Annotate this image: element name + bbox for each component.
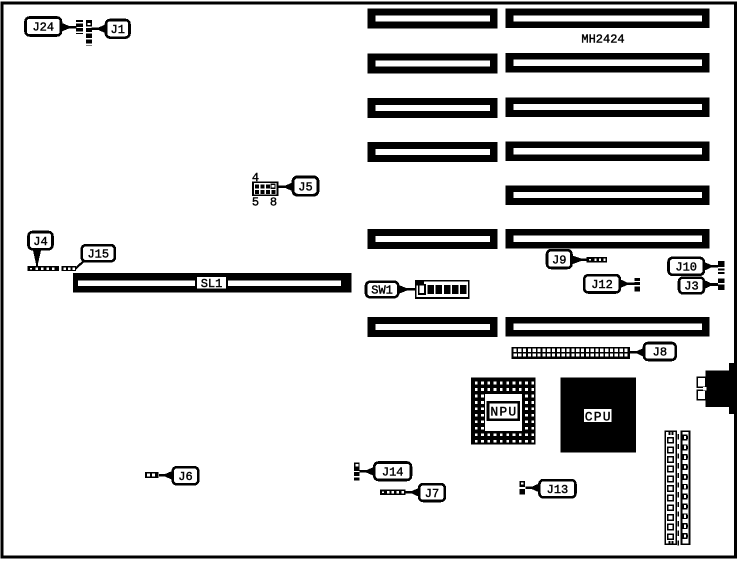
svg-text:J7: J7	[425, 487, 439, 501]
svg-text:J14: J14	[382, 465, 404, 479]
svg-text:J13: J13	[547, 483, 569, 497]
svg-text:J10: J10	[675, 261, 697, 275]
svg-text:J3: J3	[684, 280, 698, 294]
svg-text:5: 5	[252, 196, 259, 210]
svg-text:J4: J4	[33, 235, 47, 249]
svg-text:SL1: SL1	[201, 277, 223, 291]
svg-text:8: 8	[270, 196, 277, 210]
svg-text:NPU: NPU	[490, 405, 517, 420]
svg-text:4: 4	[252, 171, 259, 185]
svg-text:J5: J5	[298, 180, 312, 194]
svg-text:J8: J8	[653, 346, 667, 360]
svg-text:J9: J9	[552, 253, 566, 267]
svg-text:J15: J15	[87, 247, 109, 261]
svg-text:J1: J1	[111, 23, 125, 37]
svg-text:MH2424: MH2424	[581, 33, 624, 47]
svg-text:J6: J6	[178, 470, 192, 484]
svg-text:J12: J12	[591, 278, 613, 292]
svg-text:CPU: CPU	[585, 409, 612, 424]
svg-text:SW1: SW1	[371, 284, 393, 298]
svg-text:J24: J24	[32, 21, 54, 35]
